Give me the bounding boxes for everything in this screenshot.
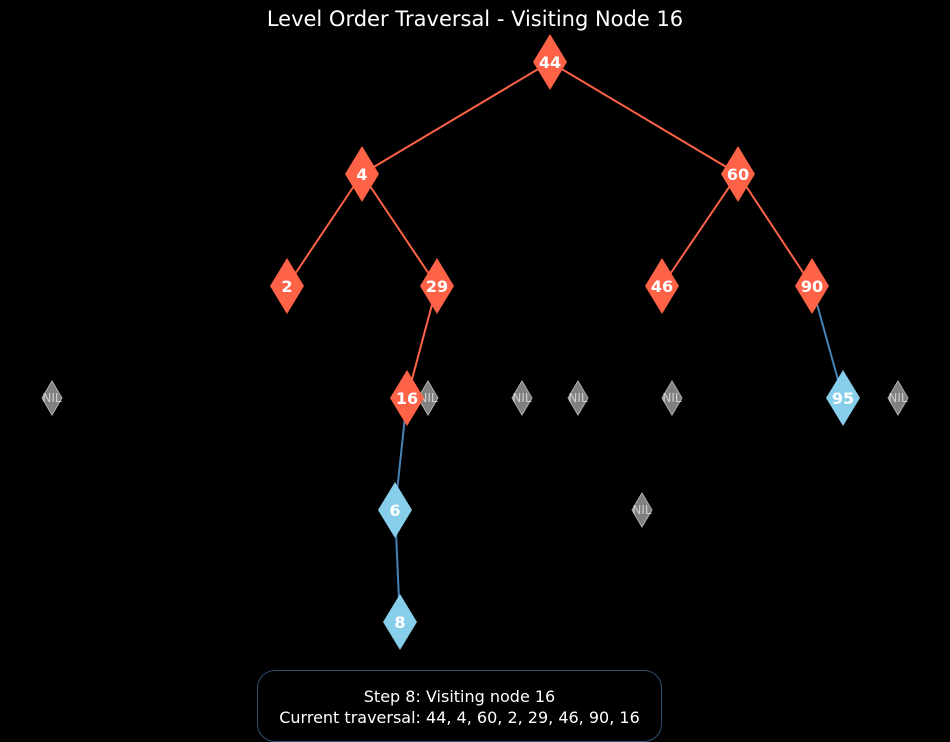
node-label: 95 [832, 389, 854, 408]
node-label: 46 [651, 277, 673, 296]
node-label: 29 [426, 277, 448, 296]
nil-label: NIL [888, 391, 908, 405]
nil-label: NIL [42, 391, 62, 405]
tree-node-95: 95 [826, 370, 860, 426]
nil-label: NIL [512, 391, 532, 405]
tree-node-29: 29 [420, 258, 454, 314]
node-diamond-shape [345, 146, 379, 202]
edge-n60-n90 [737, 173, 813, 287]
node-diamond-shape [721, 146, 755, 202]
nil-label: NIL [568, 391, 588, 405]
tree-node-4: 4 [345, 146, 379, 202]
nil-diamond-shape [887, 380, 909, 416]
nil-node: NIL [661, 380, 683, 416]
node-label: 2 [281, 277, 292, 296]
nil-label: NIL [662, 391, 682, 405]
nil-node: NIL [631, 492, 653, 528]
node-diamond-shape [270, 258, 304, 314]
nil-diamond-shape [661, 380, 683, 416]
node-label: 16 [396, 389, 418, 408]
tree-node-46: 46 [645, 258, 679, 314]
status-box: Step 8: Visiting node 16 Current travers… [257, 670, 662, 742]
node-label: 90 [801, 277, 823, 296]
node-diamond-shape [420, 258, 454, 314]
nil-diamond-shape [631, 492, 653, 528]
status-step-text: Step 8: Visiting node 16 [363, 687, 556, 706]
nil-diamond-shape [567, 380, 589, 416]
node-label: 6 [389, 501, 400, 520]
nil-diamond-shape [41, 380, 63, 416]
edge-n4-n29 [361, 173, 438, 287]
nil-diamond-shape [417, 380, 439, 416]
tree-node-6: 6 [378, 482, 412, 538]
tree-node-60: 60 [721, 146, 755, 202]
node-diamond-shape [390, 370, 424, 426]
node-label: 44 [539, 53, 561, 72]
node-label: 8 [394, 613, 405, 632]
tree-node-90: 90 [795, 258, 829, 314]
nil-label: NIL [418, 391, 438, 405]
nil-node: NIL [567, 380, 589, 416]
tree-node-16: 16 [390, 370, 424, 426]
node-diamond-shape [795, 258, 829, 314]
edge-n44-n4 [361, 61, 551, 175]
nil-label: NIL [632, 503, 652, 517]
tree-node-2: 2 [270, 258, 304, 314]
edge-n60-n46 [661, 173, 739, 287]
nil-node: NIL [887, 380, 909, 416]
nil-nodes-layer: NIL NIL NIL NIL NIL NIL NIL [41, 380, 909, 528]
node-label: 60 [727, 165, 749, 184]
nil-diamond-shape [511, 380, 533, 416]
nil-node: NIL [511, 380, 533, 416]
diagram-title: Level Order Traversal - Visiting Node 16 [267, 7, 683, 31]
node-diamond-shape [533, 34, 567, 90]
nil-node: NIL [41, 380, 63, 416]
edge-n4-n2 [286, 173, 363, 287]
tree-node-8: 8 [383, 594, 417, 650]
tree-node-44: 44 [533, 34, 567, 90]
node-diamond-shape [826, 370, 860, 426]
edge-n44-n60 [549, 61, 739, 175]
status-traversal-text: Current traversal: 44, 4, 60, 2, 29, 46,… [279, 708, 640, 727]
node-diamond-shape [378, 482, 412, 538]
node-label: 4 [356, 165, 367, 184]
edges-layer [286, 61, 844, 623]
nil-node: NIL [417, 380, 439, 416]
node-diamond-shape [645, 258, 679, 314]
node-diamond-shape [383, 594, 417, 650]
